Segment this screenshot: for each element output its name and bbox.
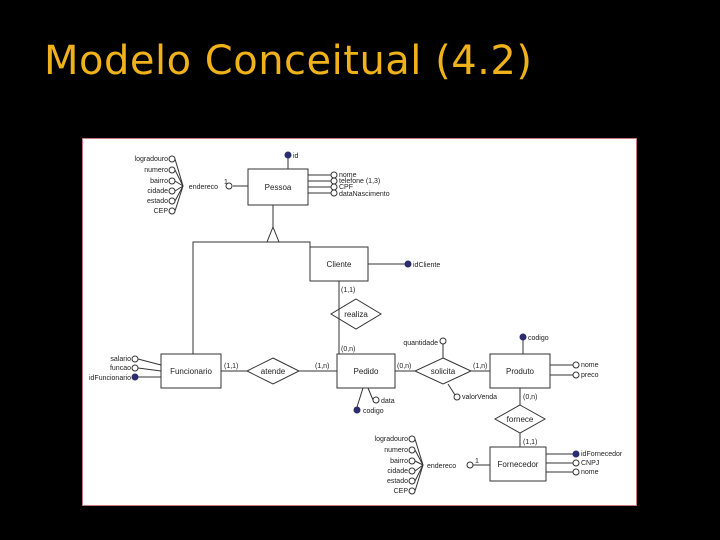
attr-valorvenda: valorVenda xyxy=(462,394,497,401)
key-cliente-id xyxy=(404,260,412,268)
attr-pedido-codigo: codigo xyxy=(363,408,384,415)
key-pedido-codigo xyxy=(353,406,361,414)
attr-forn-cep: CEP xyxy=(394,488,409,495)
attr-forn-estado: estado xyxy=(387,478,408,485)
card-pedido-solicita: (0,n) xyxy=(397,363,411,370)
attr-id: id xyxy=(293,153,299,160)
attr-forn-bairro: bairro xyxy=(390,458,408,465)
attr-produto-preco: preco xyxy=(581,372,599,379)
card-endereco-pessoa: 1 xyxy=(224,179,228,186)
card-endereco-fornecedor: 1 xyxy=(475,458,479,465)
attr-nome: nome xyxy=(339,172,357,179)
attr-produto-codigo: codigo xyxy=(528,335,549,342)
key-pessoa-id xyxy=(284,151,292,159)
attr-estado: estado xyxy=(147,198,168,205)
attr-forn-nome: nome xyxy=(581,469,599,476)
entity-produto: Produto xyxy=(506,367,535,376)
rel-atende-diamond xyxy=(245,357,301,385)
attr-idfornecedor: idFornecedor xyxy=(581,451,623,458)
attr-endereco: endereco xyxy=(189,184,218,191)
entity-pedido: Pedido xyxy=(354,367,379,376)
key-produto-codigo xyxy=(519,333,527,341)
rel-atende: atende xyxy=(261,367,286,376)
card-solicita-produto: (1,n) xyxy=(473,363,487,370)
card-realiza-pedido: (0,n) xyxy=(341,346,355,353)
attr-forn-logradouro: logradouro xyxy=(375,436,409,443)
attr-datanascimento: dataNascimento xyxy=(339,191,390,198)
attr-funcao: funcao xyxy=(110,365,131,372)
attr-forn-endereco: endereco xyxy=(427,463,456,470)
entity-cliente: Cliente xyxy=(327,260,352,269)
rel-solicita: solicita xyxy=(431,367,456,376)
entity-pessoa: Pessoa xyxy=(265,183,292,192)
entity-fornecedor-box xyxy=(489,446,547,482)
attr-idcliente: idCliente xyxy=(413,262,440,269)
attr-forn-numero: numero xyxy=(384,447,408,454)
card-atende-pedido: (1,n) xyxy=(315,363,329,370)
attr-cidade: cidade xyxy=(147,188,168,195)
card-produto-fornece: (0,n) xyxy=(523,394,537,401)
rel-solicita-diamond xyxy=(413,357,473,385)
er-diagram: Pessoa Cliente Funcionario Pedido Produt… xyxy=(82,138,637,506)
attr-bairro: bairro xyxy=(150,178,168,185)
attr-numero: numero xyxy=(144,167,168,174)
card-funcionario-atende: (1,1) xyxy=(224,363,238,370)
entity-fornecedor: Fornecedor xyxy=(498,460,539,469)
attr-cnpj: CNPJ xyxy=(581,460,599,467)
attr-cep: CEP xyxy=(154,208,169,215)
slide-title: Modelo Conceitual (4.2) xyxy=(44,38,533,84)
rel-fornece: fornece xyxy=(507,415,534,424)
attr-salario: salario xyxy=(110,356,131,363)
key-fornecedor-id xyxy=(572,450,580,458)
attr-produto-nome: nome xyxy=(581,362,599,369)
attr-logradouro: logradouro xyxy=(135,156,169,163)
attr-data: data xyxy=(381,398,395,405)
attr-forn-cidade: cidade xyxy=(387,468,408,475)
attr-cpf: CPF xyxy=(339,184,353,191)
entity-funcionario: Funcionario xyxy=(170,367,212,376)
key-funcionario-id xyxy=(131,373,139,381)
card-cliente-realiza: (1,1) xyxy=(341,287,355,294)
attr-telefone: telefone (1,3) xyxy=(339,178,380,185)
specialization-triangle xyxy=(266,225,280,243)
card-fornece-fornecedor: (1,1) xyxy=(523,439,537,446)
attr-quantidade: quantidade xyxy=(403,340,438,347)
rel-realiza: realiza xyxy=(344,310,368,319)
attr-idfuncionario: idFuncionario xyxy=(89,375,131,382)
